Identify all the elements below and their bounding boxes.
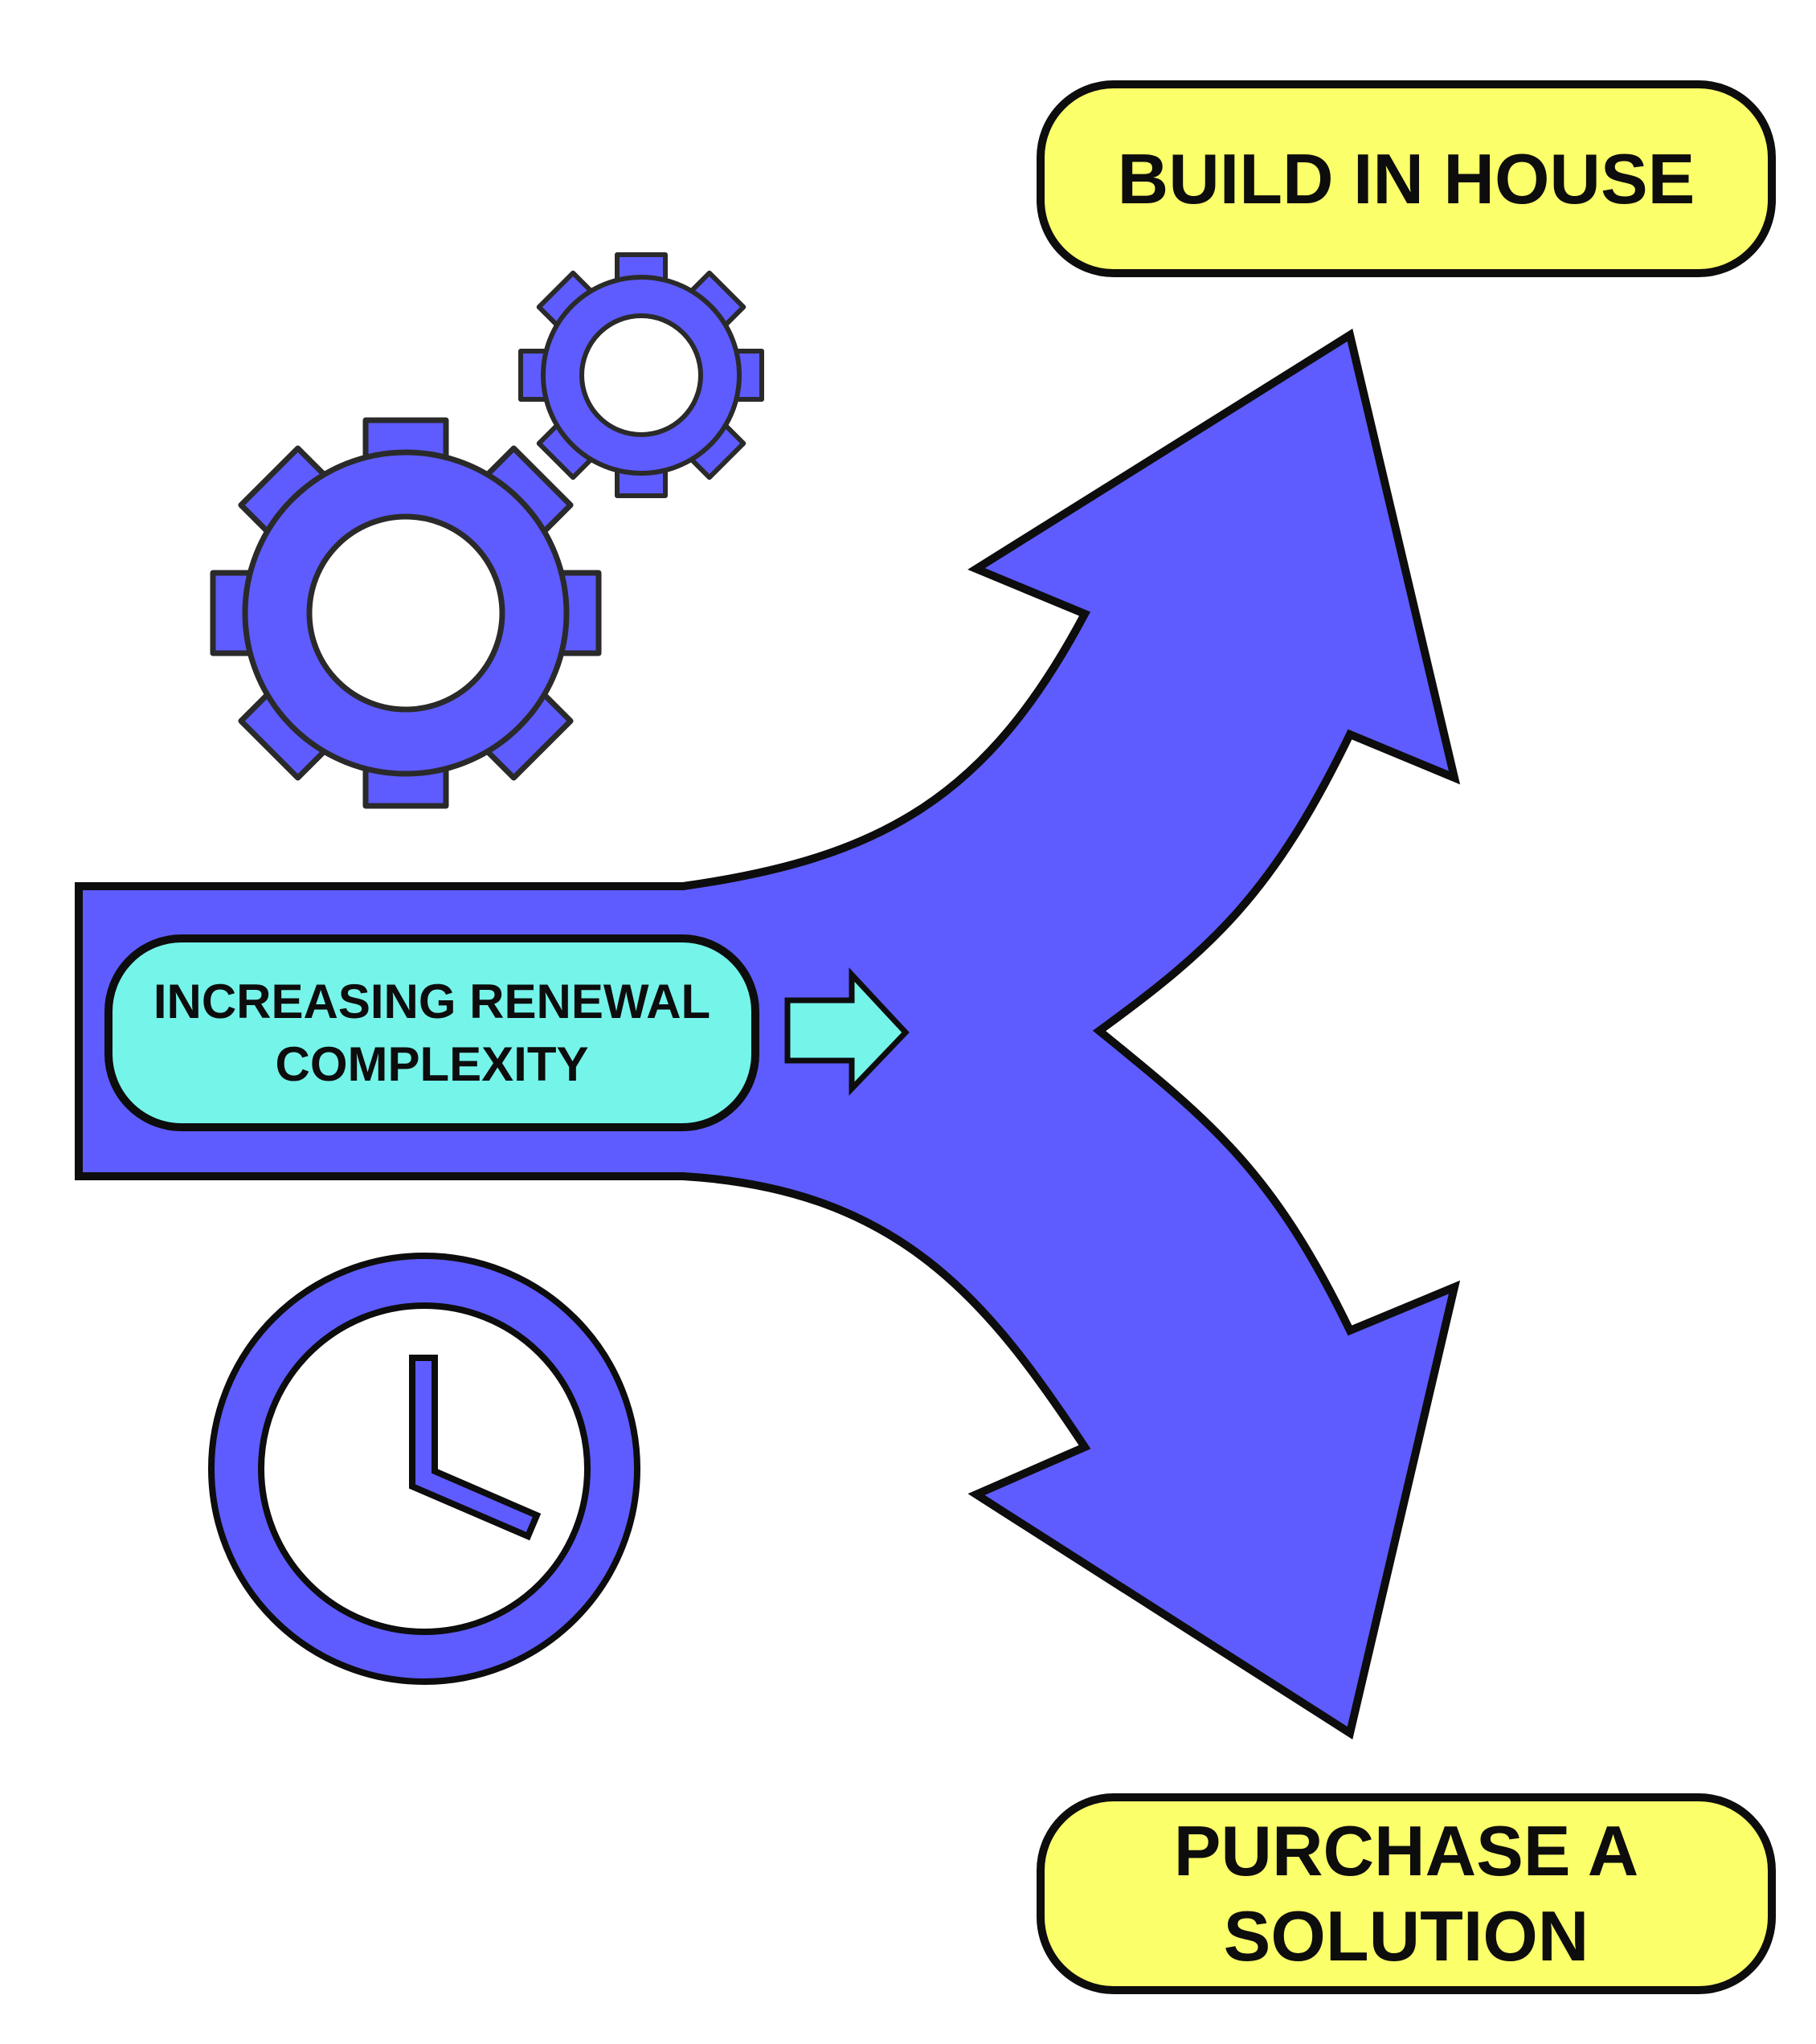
start-label-text: INCREASING RENEWAL COMPLEXITY	[153, 974, 711, 1091]
clock-hands	[409, 1355, 542, 1541]
gear-icon-small	[518, 252, 764, 498]
clock-icon	[208, 1253, 640, 1685]
right-arrow-icon	[784, 967, 910, 1096]
gear-icon-large	[210, 417, 602, 809]
option-purchase-solution-label: PURCHASE A SOLUTION	[1173, 1811, 1639, 1976]
option-purchase-solution: PURCHASE A SOLUTION	[1037, 1793, 1776, 1994]
option-build-in-house: BUILD IN HOUSE	[1037, 80, 1776, 277]
start-label-box: INCREASING RENEWAL COMPLEXITY	[104, 934, 759, 1131]
option-build-in-house-label: BUILD IN HOUSE	[1117, 138, 1695, 219]
fork-arrow-icon	[75, 329, 1461, 1740]
